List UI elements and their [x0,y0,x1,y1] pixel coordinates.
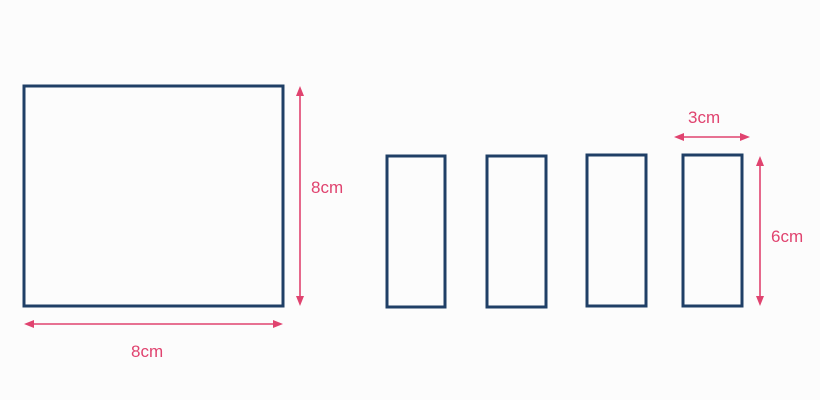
square-width-dimension: 8cm [24,320,283,361]
small-rectangle-1 [385,154,447,309]
large-square [22,84,285,308]
rectangle-height-label: 6cm [771,227,803,246]
small-rectangle-2 [485,154,548,309]
rectangle-height-dimension: 6cm [756,156,803,306]
small-rectangle-3 [585,153,648,308]
rectangle-width-label: 3cm [688,108,720,127]
small-rectangle-4 [681,153,744,308]
rectangle-width-dimension: 3cm [674,108,750,141]
square-height-dimension: 8cm [296,86,343,306]
square-height-label: 8cm [311,178,343,197]
square-width-label: 8cm [131,342,163,361]
